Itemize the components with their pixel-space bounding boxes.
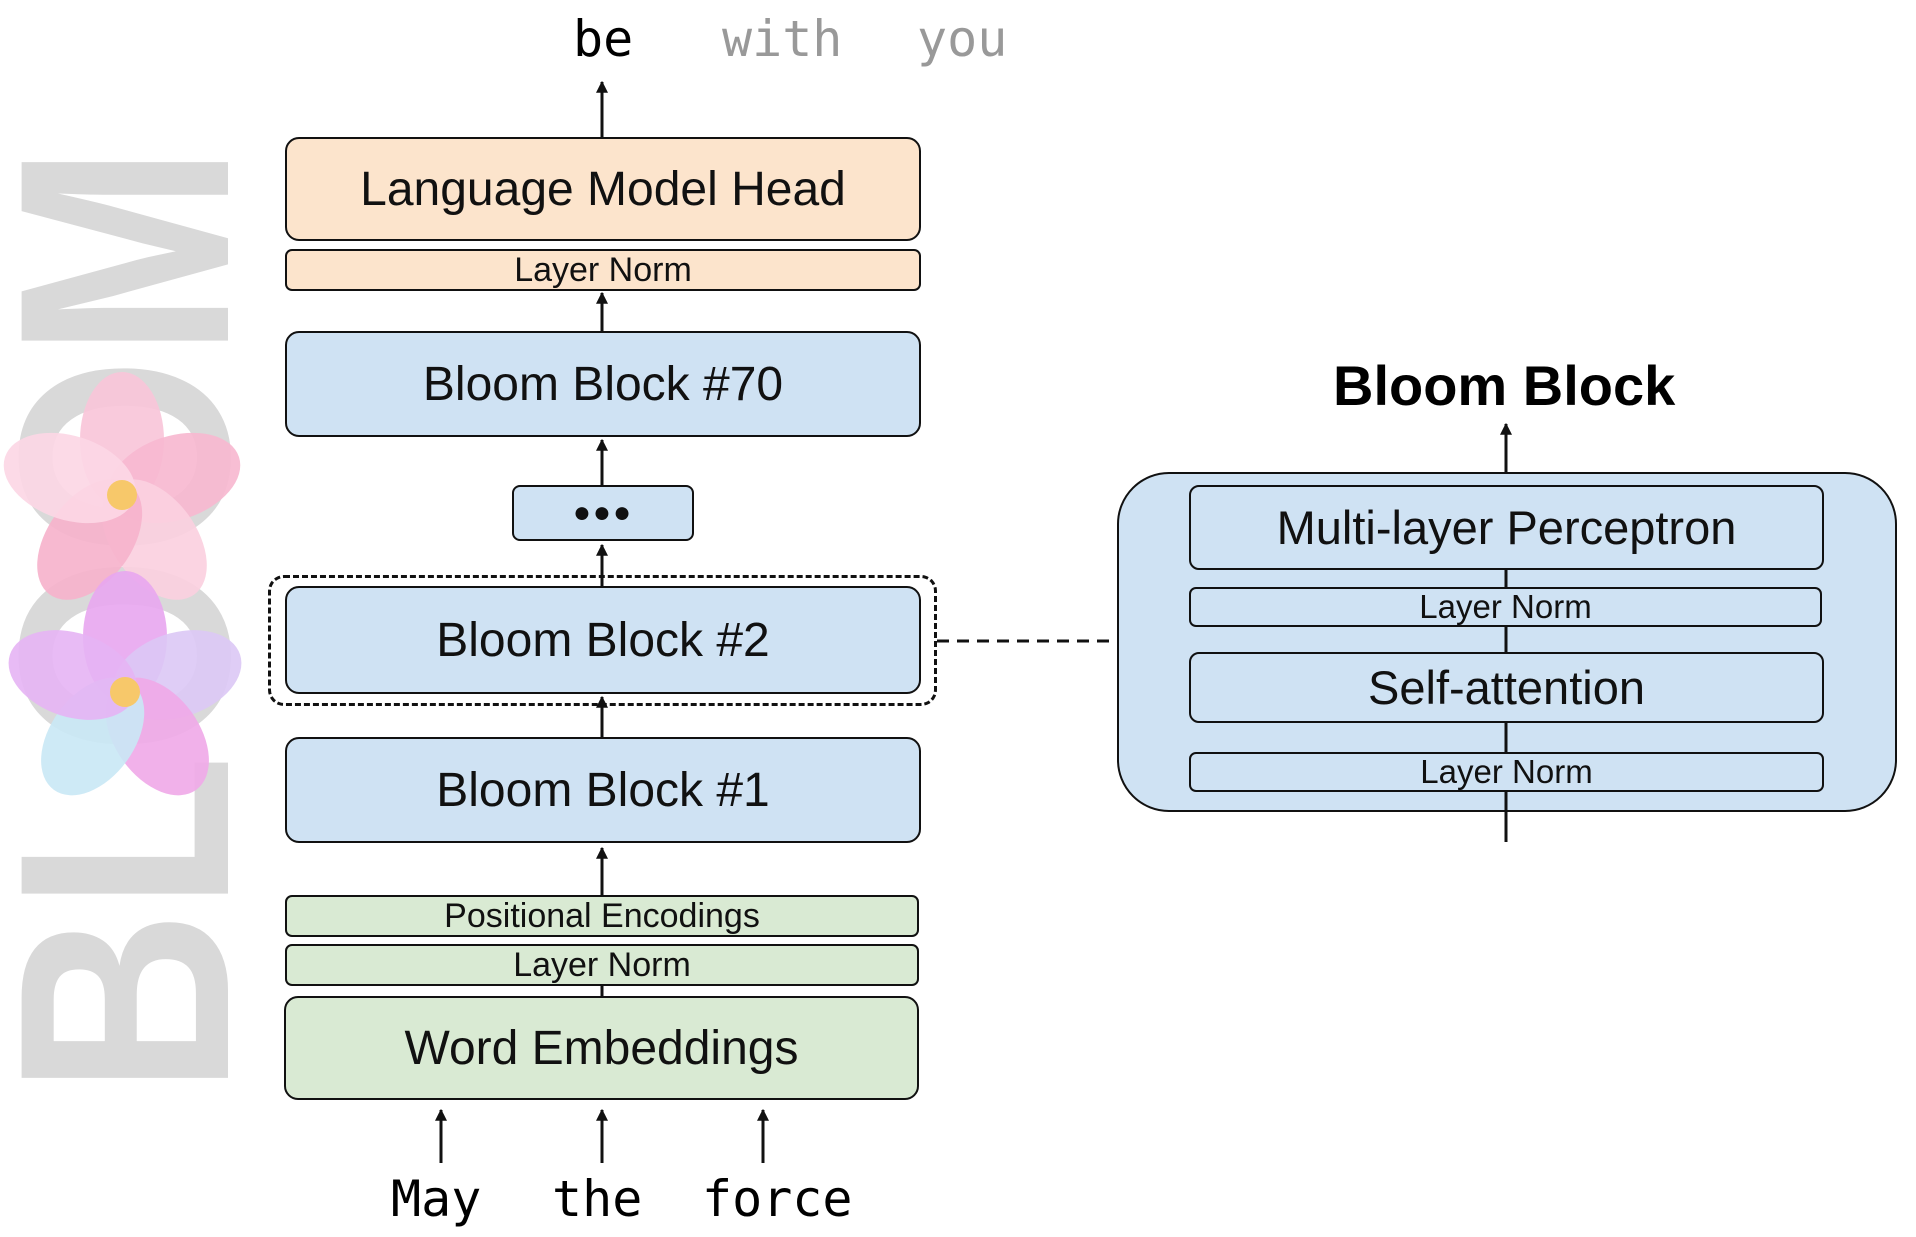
lm-head-layer-norm: Layer Norm bbox=[285, 249, 921, 291]
positional-encodings: Positional Encodings bbox=[285, 895, 919, 937]
input-token-force: force bbox=[702, 1170, 853, 1228]
output-token-with: with bbox=[722, 10, 843, 68]
input-token-the: the bbox=[552, 1170, 643, 1228]
input-token-may: May bbox=[391, 1170, 482, 1228]
detail-layer-norm-bottom: Layer Norm bbox=[1189, 752, 1824, 792]
bloom-block-1: Bloom Block #1 bbox=[285, 737, 921, 843]
detail-mlp: Multi-layer Perceptron bbox=[1189, 485, 1824, 570]
detail-title: Bloom Block bbox=[1333, 354, 1676, 417]
flower-bottom-icon bbox=[8, 571, 242, 796]
flower-top-icon bbox=[3, 372, 241, 600]
output-token-you: you bbox=[917, 10, 1008, 68]
bloom-block-2-highlight bbox=[268, 575, 937, 706]
bloom-block-2: Bloom Block #2 bbox=[285, 586, 921, 694]
bloom-block-70: Bloom Block #70 bbox=[285, 331, 921, 437]
word-embeddings: Word Embeddings bbox=[284, 996, 919, 1100]
embedding-layer-norm: Layer Norm bbox=[285, 944, 919, 986]
bloom-logo: BLOOM bbox=[0, 145, 260, 1095]
detail-self-attention: Self-attention bbox=[1189, 652, 1824, 723]
output-token-be: be bbox=[573, 10, 634, 68]
detail-layer-norm-top: Layer Norm bbox=[1189, 587, 1822, 627]
language-model-head: Language Model Head bbox=[285, 137, 921, 241]
ellipsis-box: ●●● bbox=[512, 485, 694, 541]
